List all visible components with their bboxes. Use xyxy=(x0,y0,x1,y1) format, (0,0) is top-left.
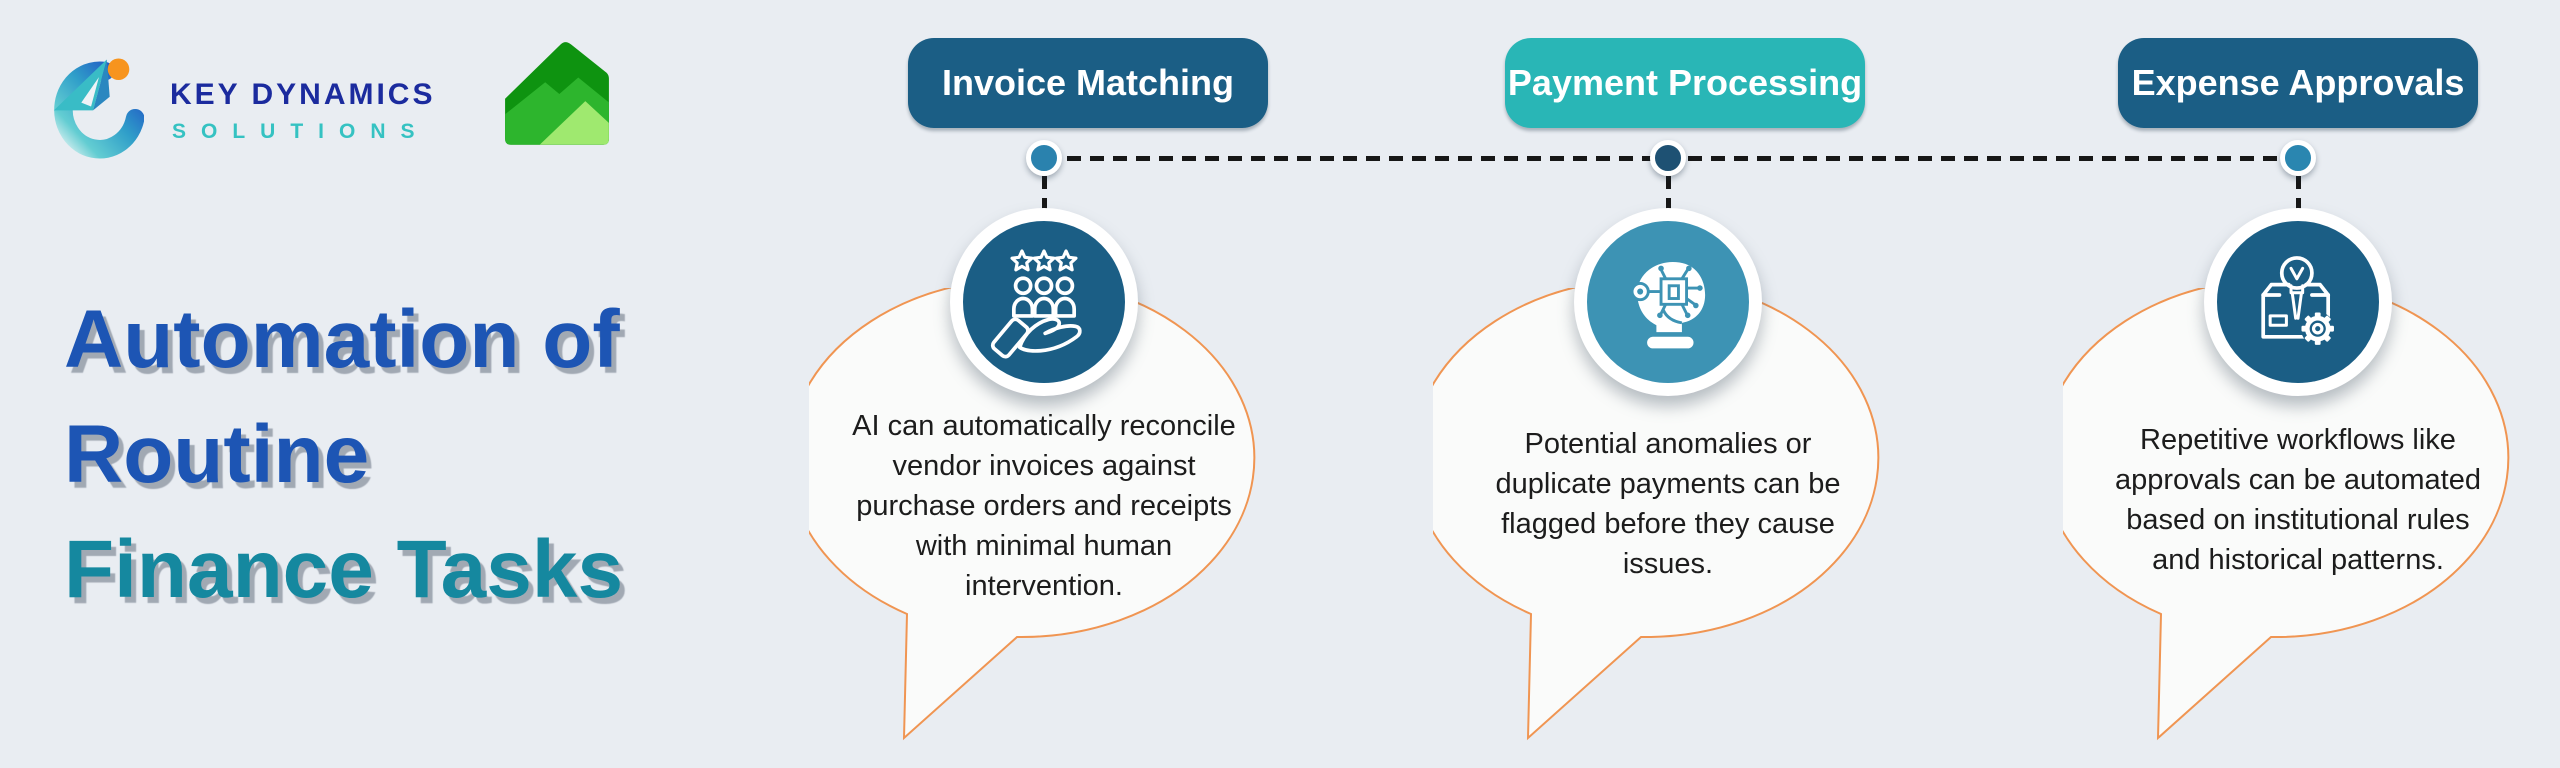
icon-circle-payment-processing xyxy=(1574,208,1762,396)
pill-payment-processing: Payment Processing xyxy=(1505,38,1865,128)
bubble-text-invoice-matching: AI can automatically reconcile vendor in… xyxy=(852,410,1236,602)
ai-robot-head-icon xyxy=(1630,261,1706,349)
timeline-dot-2 xyxy=(1650,140,1686,176)
title-line-1: Automation of xyxy=(64,294,620,385)
box-bulb-gear-icon xyxy=(2261,256,2335,346)
bubble-text-payment-processing: Potential anomalies or duplicate payment… xyxy=(1495,428,1841,580)
timeline-dot-1 xyxy=(1026,140,1062,176)
title-line-3: Finance Tasks xyxy=(64,524,624,615)
icon-circle-expense-approvals xyxy=(2204,208,2392,396)
swirl-paper-plane-icon xyxy=(53,58,144,159)
timeline-drop-3 xyxy=(2296,176,2301,210)
pill-label: Invoice Matching xyxy=(941,62,1235,103)
page-title: Automation of Routine Finance Tasks xyxy=(64,282,623,627)
timeline-dot-3 xyxy=(2280,140,2316,176)
pill-invoice-matching: Invoice Matching xyxy=(908,38,1268,128)
bubble-text-expense-approvals: Repetitive workflows like approvals can … xyxy=(2115,424,2481,576)
pill-label: Payment Processing xyxy=(1507,62,1863,103)
title-line-2: Routine xyxy=(64,409,370,500)
timeline-drop-2 xyxy=(1666,176,1671,210)
brand-subname: SOLUTIONS xyxy=(172,120,430,143)
hand-people-stars-icon xyxy=(990,249,1082,359)
green-house-mountain-icon xyxy=(505,42,609,145)
timeline-drop-1 xyxy=(1042,176,1047,210)
icon-circle-invoice-matching xyxy=(950,208,1138,396)
pill-expense-approvals: Expense Approvals xyxy=(2118,38,2478,128)
pill-label: Expense Approvals xyxy=(2131,62,2465,103)
brand-name: KEY DYNAMICS xyxy=(170,78,436,111)
